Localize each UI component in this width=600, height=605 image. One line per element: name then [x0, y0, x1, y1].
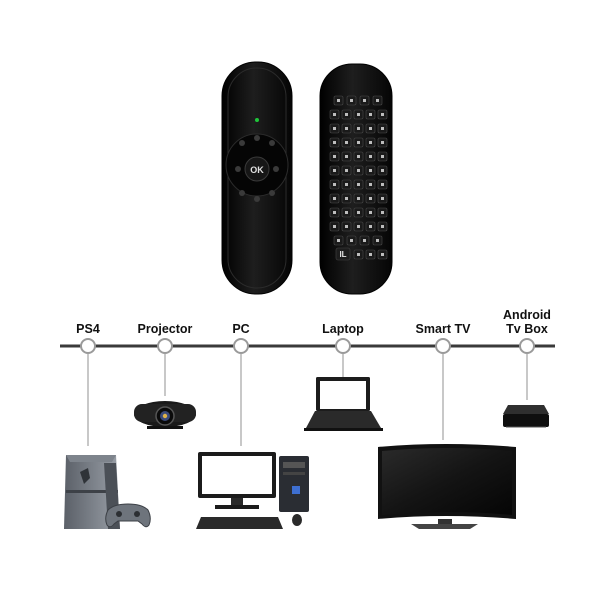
timeline-node	[435, 338, 451, 354]
power-led-icon	[255, 118, 259, 122]
keyboard-key-glyph	[369, 169, 372, 172]
keyboard-key-glyph	[363, 239, 366, 242]
keyboard-key-glyph	[345, 127, 348, 130]
air-mouse-remote: OK	[221, 61, 293, 295]
keyboard-key-glyph	[345, 113, 348, 116]
keyboard-key-glyph	[369, 113, 372, 116]
keyboard-key-glyph	[333, 113, 336, 116]
remote-button	[269, 190, 275, 196]
ps4-console-icon	[64, 455, 151, 529]
keyboard-key-glyph	[369, 197, 372, 200]
keyboard-key-glyph	[357, 225, 360, 228]
timeline-node	[519, 338, 535, 354]
keyboard-key-glyph	[381, 197, 384, 200]
keyboard-key-glyph	[345, 211, 348, 214]
keyboard-key-glyph	[333, 225, 336, 228]
keyboard-key-glyph	[357, 197, 360, 200]
keyboard-key-glyph	[357, 253, 360, 256]
keyboard-key-glyph	[333, 127, 336, 130]
keyboard-key-glyph	[337, 99, 340, 102]
smart-tv-icon	[378, 444, 516, 529]
keyboard-logo: IL	[339, 250, 346, 259]
timeline-node	[80, 338, 96, 354]
timeline-node	[335, 338, 351, 354]
keyboard-key-glyph	[357, 113, 360, 116]
device-label-smart-tv: Smart TV	[415, 322, 471, 336]
timeline-node	[157, 338, 173, 354]
keyboard-key-glyph	[333, 155, 336, 158]
keyboard-keys	[329, 95, 388, 260]
android-tv-box-icon	[503, 405, 549, 428]
timeline-node	[233, 338, 249, 354]
keyboard-key-glyph	[357, 169, 360, 172]
keyboard-key-glyph	[333, 141, 336, 144]
keyboard-key-glyph	[333, 197, 336, 200]
remote-button	[239, 140, 245, 146]
keyboard-logo-key	[335, 247, 351, 261]
ok-button-label: OK	[250, 165, 264, 175]
keyboard-key-glyph	[333, 169, 336, 172]
timeline-nodes	[80, 338, 535, 354]
remote-button	[239, 190, 245, 196]
keyboard-key-glyph	[345, 197, 348, 200]
keyboard-key-glyph	[369, 127, 372, 130]
remote-keyboard-side: IL	[319, 63, 393, 295]
keyboard-key-glyph	[345, 155, 348, 158]
keyboard-key-glyph	[337, 239, 340, 242]
keyboard-key-glyph	[357, 141, 360, 144]
keyboard-key-glyph	[381, 113, 384, 116]
keyboard-key-glyph	[376, 239, 379, 242]
keyboard-key-glyph	[357, 155, 360, 158]
keyboard-key-glyph	[381, 225, 384, 228]
remote-button	[269, 140, 275, 146]
keyboard-key-glyph	[369, 155, 372, 158]
keyboard-key-glyph	[381, 183, 384, 186]
keyboard-key-glyph	[357, 211, 360, 214]
keyboard-key-glyph	[333, 183, 336, 186]
pc-icon	[196, 452, 309, 529]
remote-button	[273, 166, 279, 172]
keyboard-key-glyph	[369, 253, 372, 256]
keyboard-key-glyph	[363, 99, 366, 102]
keyboard-key-glyph	[345, 141, 348, 144]
keyboard-key-glyph	[345, 225, 348, 228]
device-label-ps4: PS4	[76, 322, 100, 336]
laptop-icon	[304, 377, 383, 431]
keyboard-key-glyph	[381, 127, 384, 130]
device-label-android-tv-box: Android Tv Box	[503, 308, 551, 336]
keyboard-key-glyph	[376, 99, 379, 102]
device-label-pc: PC	[232, 322, 250, 336]
keyboard-key-glyph	[345, 183, 348, 186]
keyboard-key-glyph	[350, 239, 353, 242]
keyboard-key-glyph	[369, 141, 372, 144]
connector-lines	[87, 354, 528, 446]
remote-button	[254, 135, 260, 141]
remote-button	[235, 166, 241, 172]
keyboard-key-glyph	[381, 169, 384, 172]
keyboard-key-glyph	[357, 183, 360, 186]
keyboard-key-glyph	[333, 211, 336, 214]
projector-icon	[134, 401, 196, 429]
keyboard-key-glyph	[350, 99, 353, 102]
remote-button	[254, 196, 260, 202]
device-label-projector: Projector	[137, 322, 193, 336]
keyboard-key-glyph	[369, 183, 372, 186]
keyboard-key-glyph	[381, 211, 384, 214]
ok-button	[244, 156, 270, 182]
keyboard-key-glyph	[345, 169, 348, 172]
keyboard-key-glyph	[381, 155, 384, 158]
keyboard-key-glyph	[357, 127, 360, 130]
keyboard-key-glyph	[381, 141, 384, 144]
keyboard-key-glyph	[381, 253, 384, 256]
device-label-laptop: Laptop	[322, 322, 364, 336]
keyboard-key-glyph	[369, 225, 372, 228]
keyboard-key-glyph	[369, 211, 372, 214]
